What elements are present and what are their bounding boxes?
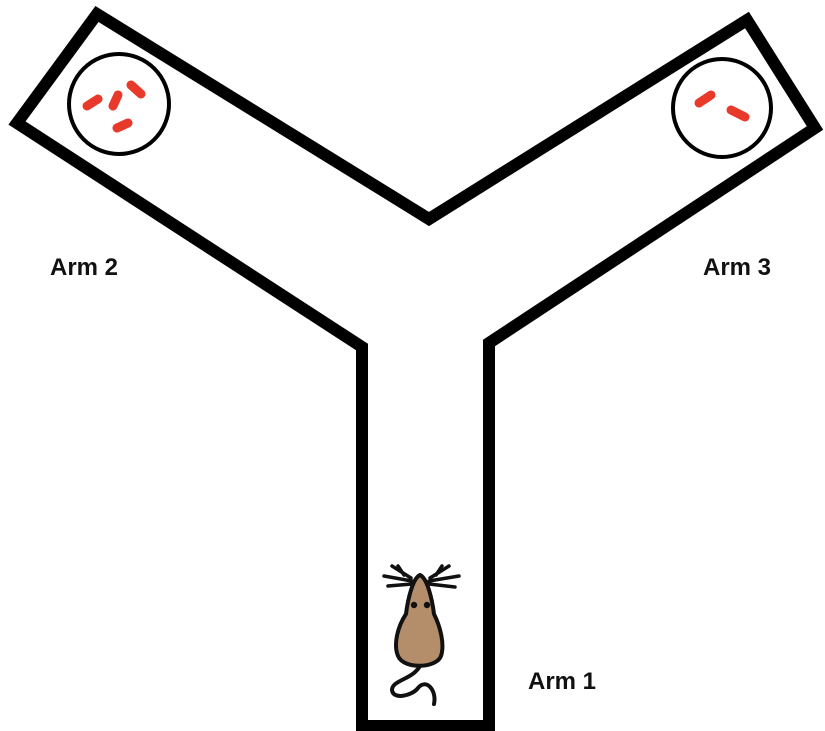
mouse-icon bbox=[382, 564, 461, 706]
arm-1-label: Arm 1 bbox=[528, 668, 597, 695]
arm-2-label: Arm 2 bbox=[50, 254, 119, 281]
pellet bbox=[108, 90, 123, 111]
pellet bbox=[82, 94, 103, 111]
y-maze-walls bbox=[8, 5, 824, 731]
pellet bbox=[726, 105, 750, 122]
arm-3-label: Arm 3 bbox=[703, 254, 772, 281]
food-dish-arm3 bbox=[671, 57, 773, 159]
pellet bbox=[112, 118, 133, 133]
food-dish-arm2 bbox=[67, 52, 171, 156]
mouse-body bbox=[394, 573, 445, 668]
pellet bbox=[694, 90, 716, 108]
pellet bbox=[126, 80, 146, 99]
